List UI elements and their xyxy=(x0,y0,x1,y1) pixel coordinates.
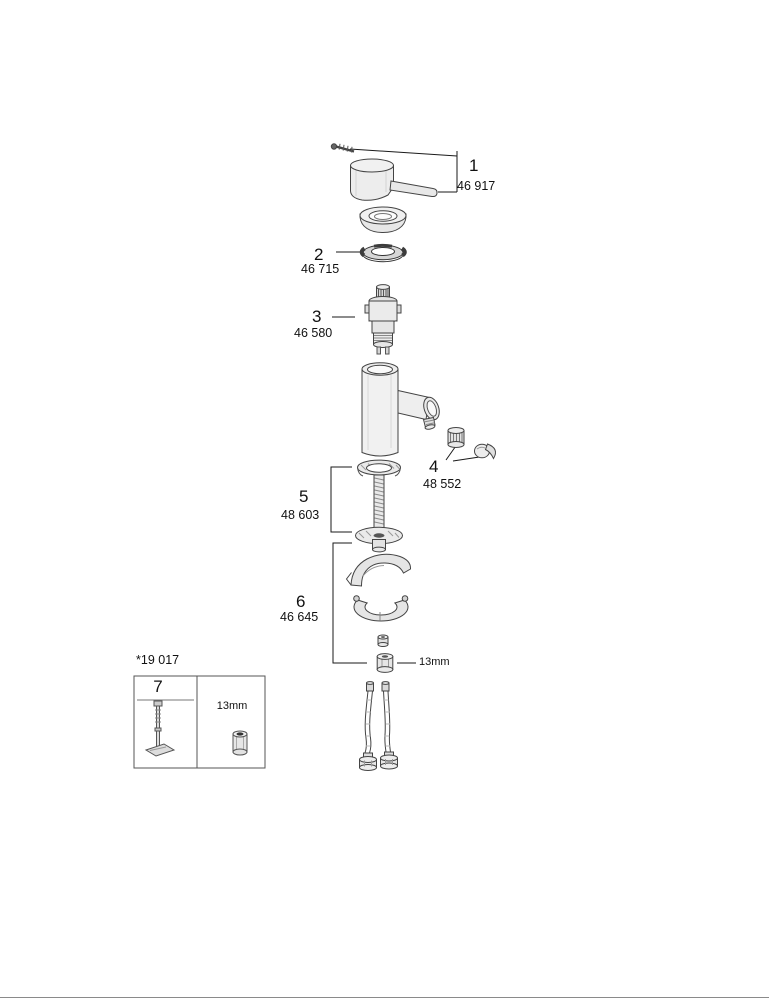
escutcheon-cap-drawing xyxy=(359,206,407,234)
callout-number-2: 2 xyxy=(314,245,324,264)
callout-number-5: 5 xyxy=(299,487,309,506)
clamp-nut-drawing xyxy=(377,634,389,647)
callout-line-1 xyxy=(349,148,458,193)
part-number-3: 46 580 xyxy=(294,326,333,340)
retaining-ring-drawing xyxy=(359,243,407,263)
supply-hoses-drawing xyxy=(359,681,398,771)
callout-number-1: 1 xyxy=(469,156,479,175)
part-number-5: 48 603 xyxy=(281,508,320,522)
part-number-1: 46 917 xyxy=(457,179,496,193)
aerator-insert-drawing xyxy=(447,427,465,448)
callout-bracket-6 xyxy=(332,542,367,664)
mounting-stud-drawing xyxy=(355,459,403,553)
part-number-7: *19 017 xyxy=(136,653,180,667)
part-number-6: 46 645 xyxy=(280,610,319,624)
hex-standoff-drawing xyxy=(376,653,394,673)
callout-number-3: 3 xyxy=(312,307,322,326)
cartridge-drawing xyxy=(364,284,402,355)
callout-number-7: 7 xyxy=(153,677,163,696)
aerator-outlet-drawing xyxy=(474,443,496,460)
faucet-body-drawing xyxy=(361,362,440,457)
callout-number-6: 6 xyxy=(296,592,306,611)
mounting-clamp-drawing xyxy=(345,553,412,622)
part-number-4: 48 552 xyxy=(423,477,462,491)
callout-number-4: 4 xyxy=(429,457,439,476)
hex-size-label: 13mm xyxy=(419,656,450,668)
handle-screw-drawing xyxy=(330,143,355,153)
part-number-2: 46 715 xyxy=(301,262,340,276)
lever-handle-drawing xyxy=(350,158,438,201)
socket-tool-drawing xyxy=(232,730,248,756)
socket-size-label: 13mm xyxy=(216,700,248,712)
callout-bracket-5 xyxy=(330,466,352,533)
fixing-screw-tool-drawing xyxy=(144,700,176,757)
